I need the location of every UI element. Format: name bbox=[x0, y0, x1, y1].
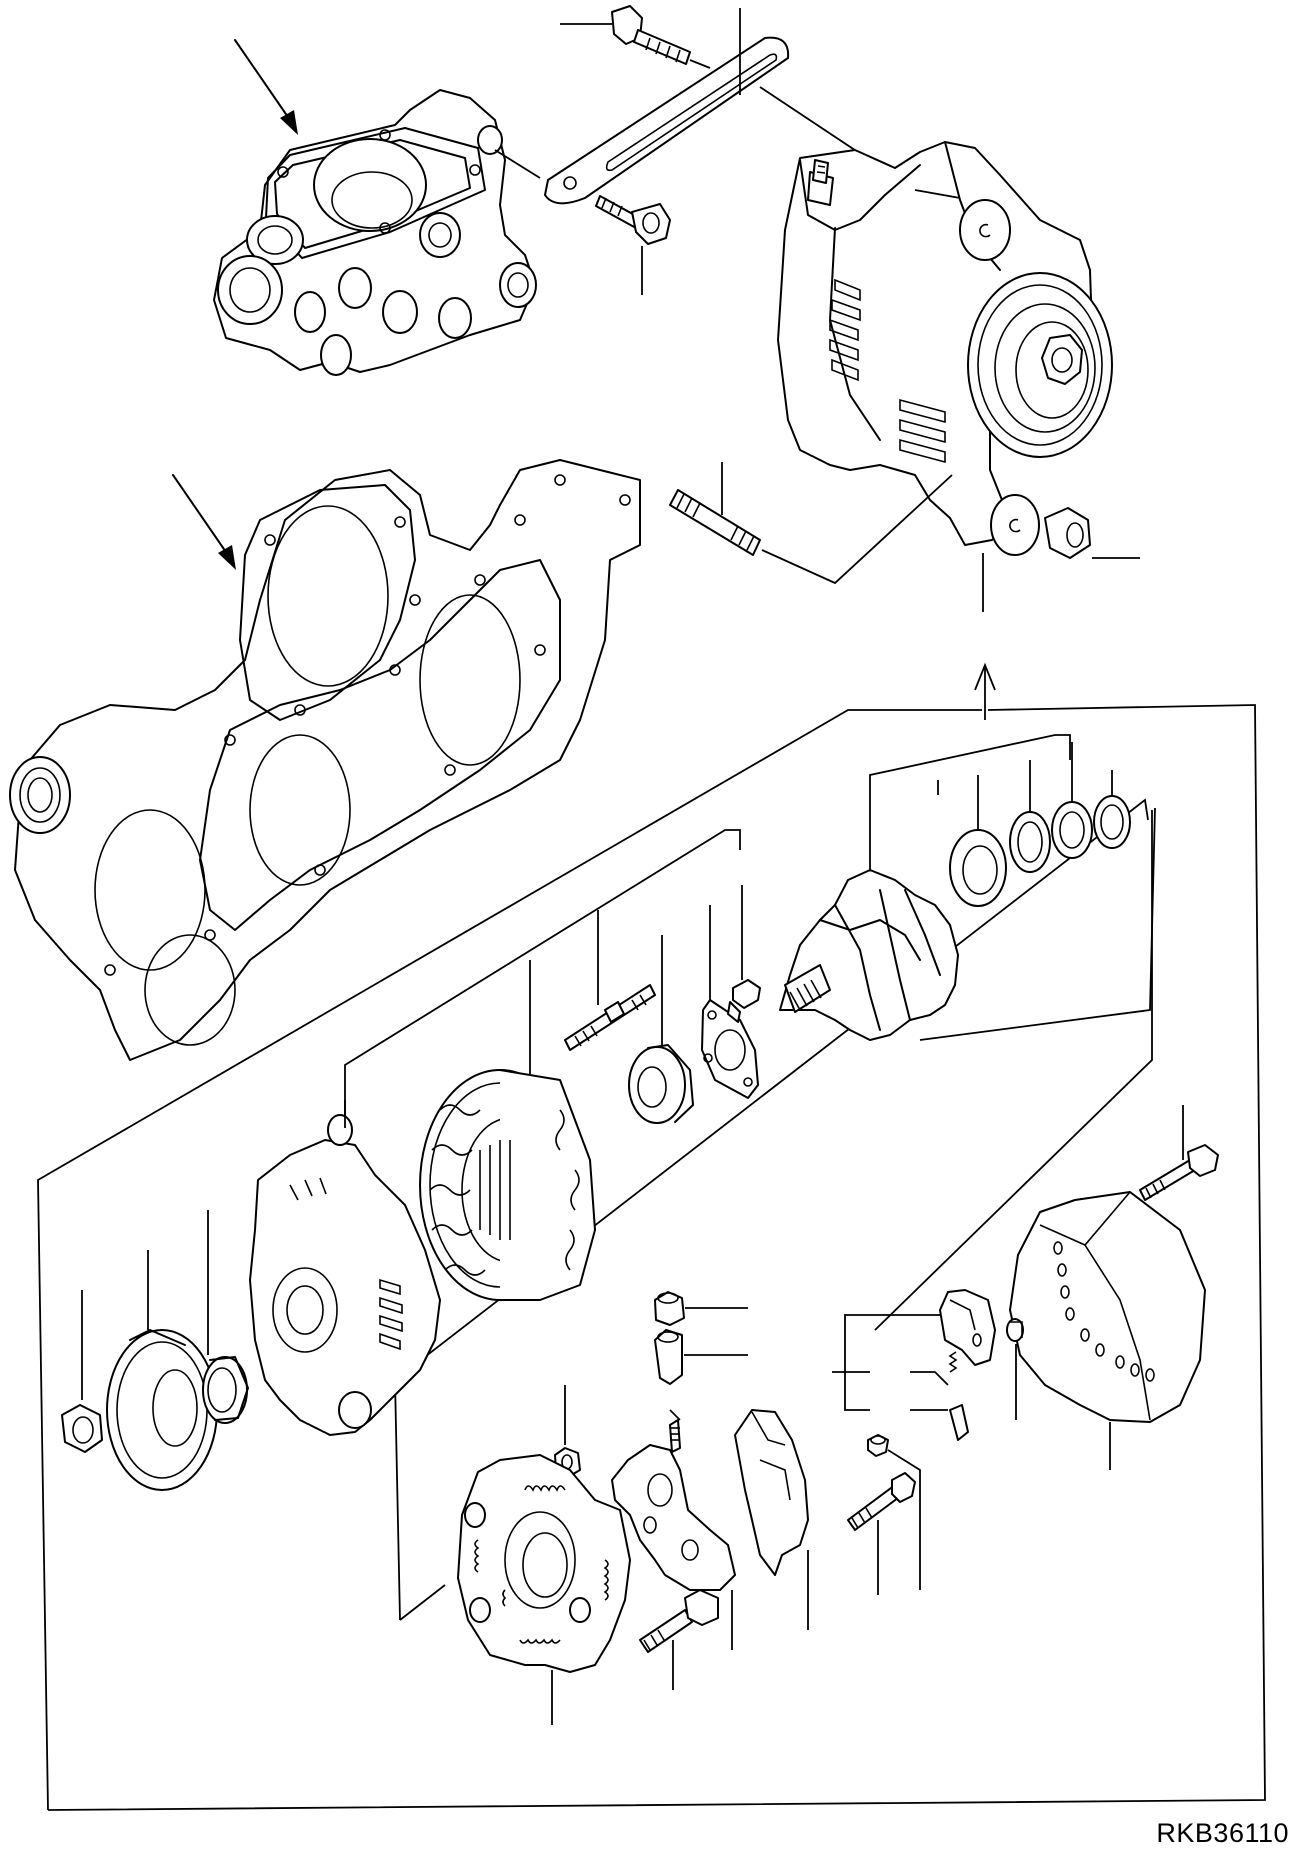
rectifier-end-frame[interactable] bbox=[457, 1454, 631, 1673]
mounting-stud-leader bbox=[721, 462, 953, 585]
bearing-retainer-plate[interactable] bbox=[701, 999, 759, 1099]
brush[interactable] bbox=[949, 1404, 969, 1441]
brush-spring-leader bbox=[910, 1371, 949, 1386]
through-bolt[interactable] bbox=[639, 1589, 719, 1653]
bracket-bolt-upper[interactable] bbox=[611, 5, 691, 65]
rotor[interactable] bbox=[779, 869, 959, 1041]
ic-regulator[interactable] bbox=[734, 1409, 809, 1576]
gear-case-bolt-holes bbox=[104, 474, 631, 976]
regulator-screw[interactable] bbox=[867, 1434, 889, 1457]
bearing-cover[interactable] bbox=[1009, 811, 1051, 873]
mounting-stud[interactable] bbox=[669, 489, 761, 556]
pulley[interactable] bbox=[106, 1329, 218, 1491]
pulley-nut[interactable] bbox=[61, 1404, 103, 1453]
exploded-view-bracket-outline bbox=[37, 662, 1266, 1811]
regulator-screw-leader bbox=[887, 1449, 921, 1590]
rear-bearing[interactable] bbox=[949, 829, 1007, 907]
thrust-washer[interactable] bbox=[1051, 801, 1093, 859]
drive-end-frame-vents bbox=[289, 1177, 403, 1351]
brush-holder[interactable] bbox=[939, 1289, 996, 1366]
gear-case-cover[interactable] bbox=[9, 459, 641, 1061]
rectifier-end-frame-vents bbox=[474, 1485, 609, 1644]
bracket-bolt-lower[interactable] bbox=[595, 195, 671, 245]
water-pump-housing[interactable] bbox=[213, 89, 537, 376]
drive-end-frame[interactable] bbox=[249, 1114, 441, 1436]
rear-cover-vents bbox=[1053, 1241, 1155, 1382]
terminal-insulator[interactable] bbox=[654, 1329, 683, 1385]
stud-bolt[interactable] bbox=[564, 984, 656, 1051]
rectifier[interactable] bbox=[611, 1409, 736, 1591]
alternator-assembly[interactable] bbox=[777, 141, 1113, 556]
rear-cover[interactable] bbox=[1009, 1191, 1206, 1423]
regulator-bolt[interactable] bbox=[847, 1472, 916, 1531]
front-bearing[interactable] bbox=[628, 1044, 694, 1124]
rear-cover-bolt[interactable] bbox=[1139, 1144, 1219, 1201]
stator-windings bbox=[429, 1104, 580, 1276]
spacer-collar[interactable] bbox=[202, 1356, 249, 1424]
adjusting-bracket[interactable] bbox=[544, 36, 790, 205]
brush-holder-screw[interactable] bbox=[1006, 1318, 1024, 1342]
alternator-terminal-post bbox=[807, 159, 834, 206]
retainer-screw[interactable] bbox=[727, 979, 761, 1023]
brush-spring[interactable] bbox=[948, 1351, 958, 1373]
rotor-subgroup-outline bbox=[869, 734, 1156, 1041]
alternator-cooling-slots bbox=[829, 278, 946, 464]
brush-holder-leader bbox=[832, 1314, 940, 1411]
drawing-number: RKB36110 bbox=[1156, 1818, 1289, 1848]
stator[interactable] bbox=[419, 1069, 596, 1301]
pointer-arrow-water-pump bbox=[234, 39, 298, 135]
terminal-nut[interactable] bbox=[654, 1291, 685, 1326]
pointer-arrow-gear-case bbox=[172, 474, 236, 570]
bracket-bolt-upper-leader bbox=[560, 23, 711, 69]
seal-ring[interactable] bbox=[1093, 795, 1131, 849]
mounting-nut[interactable] bbox=[1044, 507, 1091, 559]
